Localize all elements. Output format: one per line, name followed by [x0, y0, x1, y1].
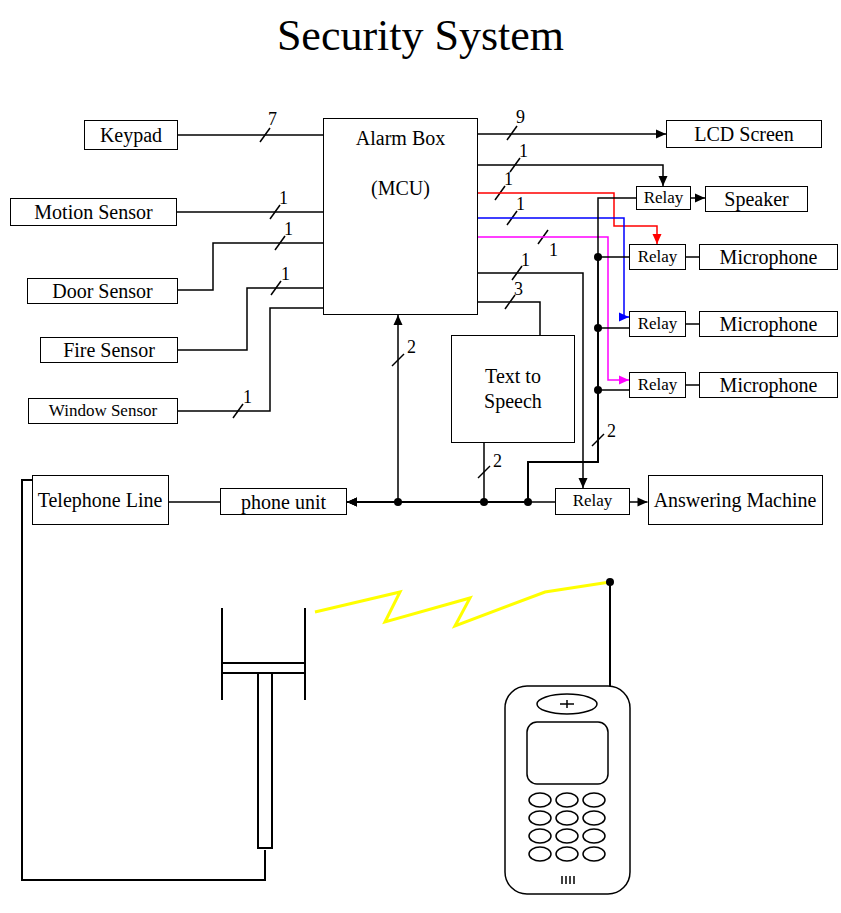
- signal-wire: [347, 315, 403, 507]
- bus-width-number: 1: [243, 388, 252, 406]
- node-label: Relay: [644, 189, 684, 208]
- node-label: Speaker: [724, 188, 788, 210]
- cell-phone: [505, 686, 630, 894]
- sensor-box: Fire Sensor: [40, 337, 178, 363]
- node-label: phone unit: [241, 491, 326, 513]
- node-label: Text to Speech: [479, 364, 547, 414]
- signal-wire: [177, 212, 323, 213]
- node-label: Relay: [573, 492, 613, 511]
- signal-wire: [686, 324, 699, 325]
- relay-box: Relay: [629, 311, 686, 337]
- bus-width-number: 1: [521, 251, 530, 269]
- antenna-tip: [606, 578, 614, 586]
- bus-width-number: 1: [519, 142, 528, 160]
- relay-box: Relay: [629, 244, 686, 270]
- mcu-box: Alarm Box (MCU): [323, 118, 478, 315]
- signal-wire: [630, 498, 648, 507]
- input-box: Microphone: [699, 244, 838, 270]
- input-box: Microphone: [699, 311, 838, 337]
- signal-wire: [178, 135, 323, 136]
- relay-box: Relay: [555, 488, 630, 515]
- output-box: LCD Screen: [666, 120, 822, 148]
- antenna: [609, 582, 611, 686]
- node-label: Door Sensor: [52, 280, 153, 302]
- bus-width-number: 1: [504, 170, 513, 188]
- bus-width-number: 1: [279, 189, 288, 207]
- node-label: Answering Machine: [654, 489, 817, 511]
- signal-wire: [178, 243, 323, 290]
- tts-box: Text to Speech: [451, 335, 575, 443]
- line-box: Telephone Line: [32, 475, 169, 525]
- node-label: Alarm Box: [356, 127, 445, 149]
- node-label: Keypad: [100, 124, 162, 146]
- node-label: Microphone: [720, 313, 818, 335]
- tower-symbol: [222, 608, 305, 848]
- node-label: Relay: [638, 376, 678, 395]
- bus-width-number: 2: [607, 422, 616, 440]
- node-label: Fire Sensor: [63, 339, 155, 361]
- sensor-box: Window Sensor: [28, 398, 178, 424]
- signal-wire: [178, 308, 323, 411]
- relay-box: Relay: [636, 186, 691, 210]
- node-label: LCD Screen: [694, 123, 793, 145]
- bus-width-number: 2: [493, 452, 502, 470]
- signal-wire: [347, 328, 629, 502]
- signal-wire: [347, 443, 484, 507]
- node-label: Microphone: [720, 374, 818, 396]
- node-label: Relay: [638, 248, 678, 267]
- diagram-title: Security System: [0, 14, 841, 58]
- signal-wire: [169, 502, 221, 503]
- node-label: Window Sensor: [49, 402, 157, 421]
- signal-wire: [178, 288, 323, 350]
- node-label: Telephone Line: [38, 489, 163, 511]
- node-label: Motion Sensor: [34, 201, 152, 223]
- relay-box: Relay: [629, 372, 686, 398]
- signal-wire: [686, 385, 699, 386]
- bus-width-number: 3: [514, 280, 523, 298]
- phone-wire: [22, 480, 265, 880]
- signal-wire: [478, 130, 666, 139]
- output-box: Speaker: [705, 186, 808, 212]
- signal-wire: [691, 194, 705, 203]
- signal-wire: [478, 302, 540, 335]
- bus-width-number: 7: [268, 110, 277, 128]
- input-box: Microphone: [699, 372, 838, 398]
- device-box: Answering Machine: [648, 475, 823, 525]
- bus-width-number: 9: [516, 108, 525, 126]
- sensor-box: Motion Sensor: [10, 198, 177, 226]
- bus-width-number: 1: [281, 265, 290, 283]
- bus-width-number: 1: [516, 195, 525, 213]
- input-box: Keypad: [84, 120, 178, 150]
- node-label: Relay: [638, 315, 678, 334]
- node-label: Microphone: [720, 246, 818, 268]
- signal-wire: [686, 257, 699, 258]
- node-label: (MCU): [371, 177, 430, 199]
- bus-width-number: 1: [284, 220, 293, 238]
- bus-width-number: 2: [407, 338, 416, 356]
- signal-wire: [478, 218, 629, 322]
- radio-link: [315, 582, 610, 626]
- unit-box: phone unit: [220, 488, 347, 515]
- bus-width-number: 1: [549, 241, 558, 259]
- sensor-box: Door Sensor: [27, 278, 178, 304]
